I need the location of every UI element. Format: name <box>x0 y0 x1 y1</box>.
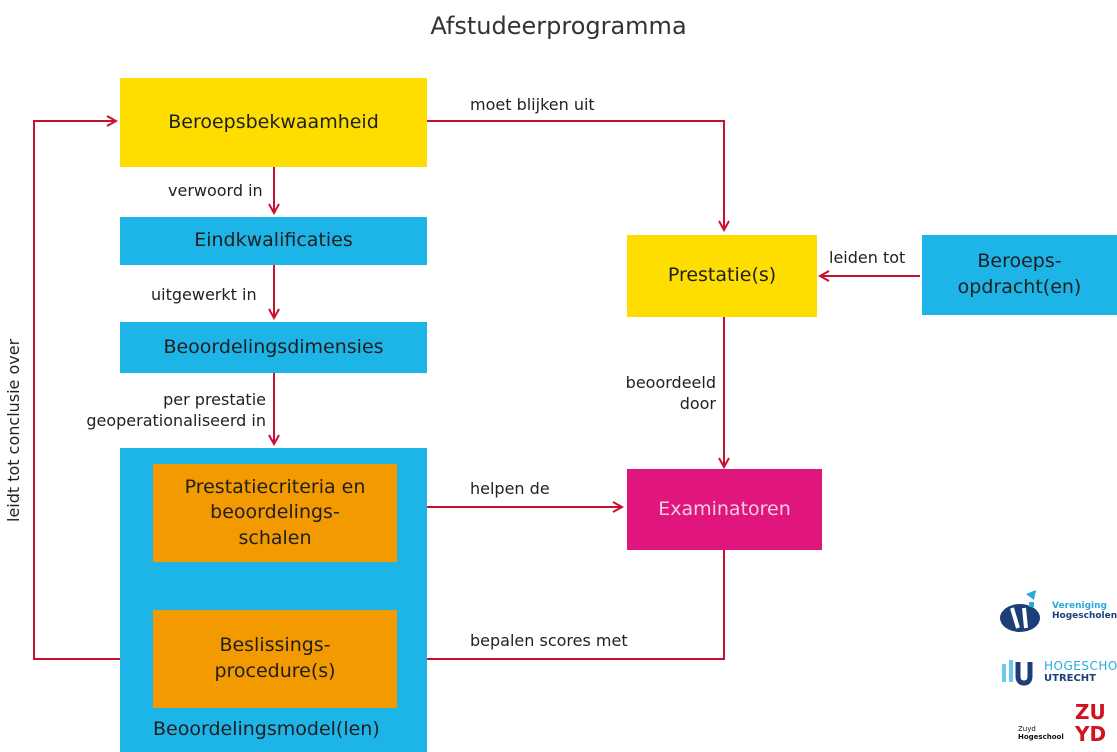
label-helpen-de: helpen de <box>470 479 550 498</box>
hogeschool-utrecht-logo: HOGESCHOOL UTRECHT <box>1000 656 1117 692</box>
box-beroepsbekwaamheid: Beroepsbekwaamheid <box>120 78 427 167</box>
box-beoordelingsdimensies: Beoordelingsdimensies <box>120 322 427 373</box>
zuyd-logo: Zuyd Hogeschool ZU YD <box>1018 702 1117 752</box>
arrow-conclusie-over <box>33 121 150 660</box>
hu-logo-text-2: UTRECHT <box>1044 673 1097 684</box>
zuyd-logo-text-big-1: ZU <box>1075 700 1106 724</box>
vereniging-logo-text-2: Hogescholen <box>1052 611 1117 621</box>
box-prestatiecriteria: Prestatiecriteria en beoordelings- schal… <box>153 464 397 562</box>
label-beoordelingsmodel: Beoordelingsmodel(len) <box>153 718 380 740</box>
hu-logo-mark-icon <box>1002 660 1033 686</box>
label-bepalen-scores-met: bepalen scores met <box>470 631 628 650</box>
zuyd-logo-text-small-2: Hogeschool <box>1018 733 1064 741</box>
zuyd-logo-text-small-1: Zuyd <box>1018 725 1036 733</box>
diagram-title: Afstudeerprogramma <box>430 12 687 40</box>
arrow-bepalen-scores <box>399 550 725 659</box>
box-examinatoren: Examinatoren <box>627 469 822 550</box>
box-eindkwalificaties: Eindkwalificaties <box>120 217 427 265</box>
hu-logo-text-1: HOGESCHOOL <box>1044 659 1117 673</box>
label-beoordeeld-door: beoordeeld door <box>625 373 716 413</box>
box-beslissingsprocedure: Beslissings- procedure(s) <box>153 610 397 708</box>
label-leidt-tot-conclusie: leidt tot conclusie over <box>4 338 23 522</box>
box-beroepsopdracht: Beroeps- opdracht(en) <box>922 235 1117 315</box>
box-prestaties: Prestatie(s) <box>627 235 817 317</box>
label-verwoord-in: verwoord in <box>168 181 263 200</box>
label-moet-blijken-uit: moet blijken uit <box>470 95 595 114</box>
vereniging-logo-text-1: Vereniging <box>1052 601 1107 611</box>
vereniging-logo-mark-icon <box>1000 590 1040 632</box>
vereniging-hogescholen-logo: Vereniging Hogescholen <box>996 586 1117 636</box>
label-uitgewerkt-in: uitgewerkt in <box>151 285 257 304</box>
arrow-blijken-uit <box>427 120 724 230</box>
zuyd-logo-text-big-2: YD <box>1075 722 1107 746</box>
label-per-prestatie: per prestatie geoperationaliseerd in <box>86 390 266 430</box>
label-leiden-tot: leiden tot <box>829 248 906 267</box>
